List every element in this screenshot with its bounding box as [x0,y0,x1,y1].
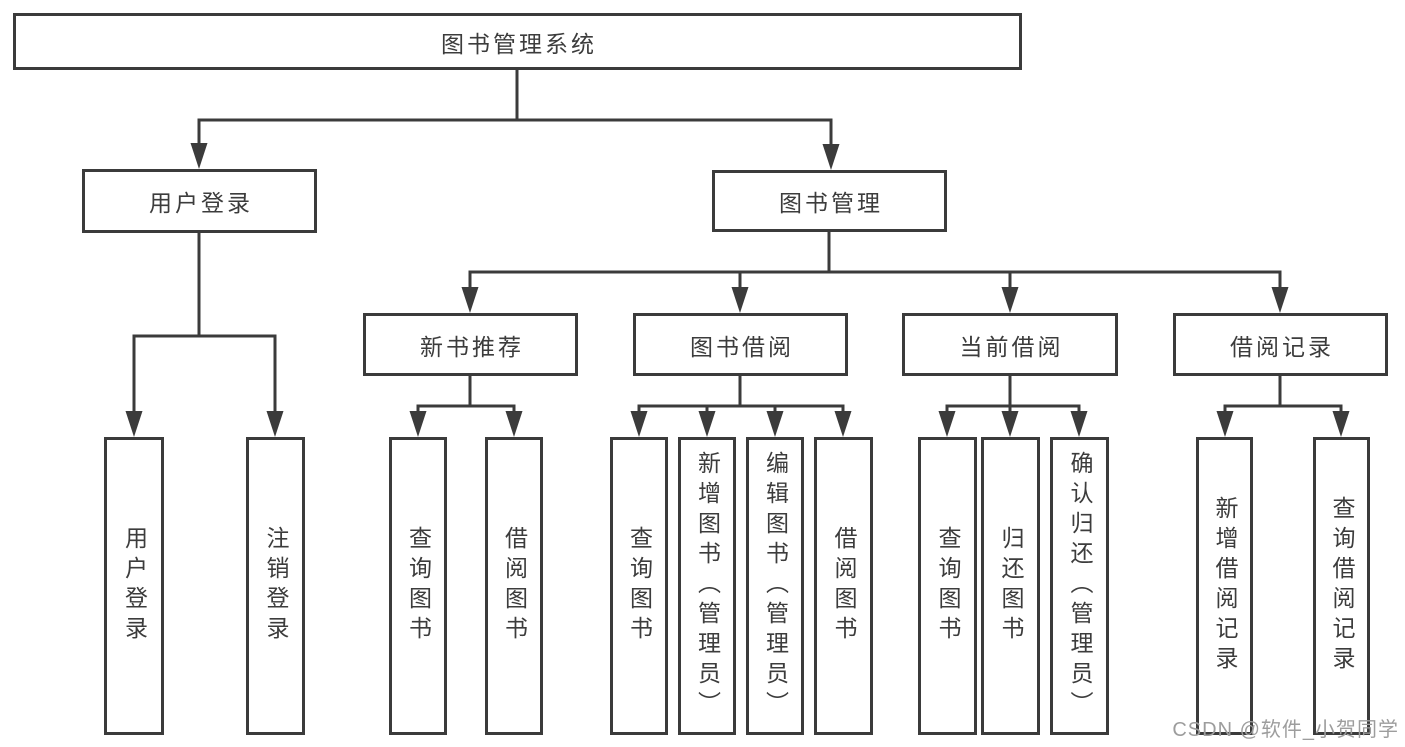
diagram-node-user-login: 用户登录 [82,169,317,233]
diagram-node-leaf-user-login: 用户登录 [104,437,164,735]
arrowhead-icon [266,411,284,437]
diagram-node-leaf-return-books: 归还图书 [981,437,1040,735]
node-label-leaf-query-books-3: 查询图书 [935,526,961,646]
arrowhead-icon [1271,287,1289,313]
diagram-node-leaf-confirm-return: 确认归还（管理员） [1050,437,1109,735]
arrowhead-icon [1216,411,1234,437]
arrowhead-icon [731,287,749,313]
diagram-node-book-mgmt: 图书管理 [712,170,947,232]
arrowhead-icon [698,411,716,437]
arrowhead-icon [1001,411,1019,437]
node-label-leaf-borrow-books-2: 借阅图书 [831,526,857,646]
arrowhead-icon [505,411,523,437]
node-label-leaf-add-borrow-rec: 新增借阅记录 [1212,496,1238,676]
arrowhead-icon [190,143,208,169]
node-label-root: 图书管理系统 [441,30,597,57]
diagram-node-leaf-logout: 注销登录 [246,437,305,735]
watermark: CSDN @软件_小贺同学 [1172,719,1399,741]
diagram-node-leaf-query-books-1: 查询图书 [389,437,447,735]
diagram-node-root: 图书管理系统 [13,13,1022,70]
diagram-node-leaf-borrow-books-2: 借阅图书 [814,437,873,735]
node-label-book-borrow: 图书借阅 [690,333,794,360]
node-label-leaf-query-borrow-rec: 查询借阅记录 [1329,496,1355,676]
node-label-leaf-logout: 注销登录 [263,526,289,646]
diagram-node-leaf-query-books-3: 查询图书 [918,437,977,735]
arrowhead-icon [1070,411,1088,437]
node-label-leaf-add-books: 新增图书（管理员） [694,451,721,721]
arrowhead-icon [409,411,427,437]
arrowhead-icon [766,411,784,437]
arrowhead-icon [125,411,143,437]
diagram-node-current-borrow: 当前借阅 [902,313,1118,376]
node-label-leaf-query-books-1: 查询图书 [405,526,432,646]
arrowhead-icon [822,144,840,170]
node-label-leaf-user-login: 用户登录 [121,526,148,646]
diagram-node-new-books: 新书推荐 [363,313,578,376]
diagram-node-book-borrow: 图书借阅 [633,313,848,376]
node-label-book-mgmt: 图书管理 [779,190,883,216]
arrowhead-icon [461,287,479,313]
diagram-node-leaf-add-borrow-rec: 新增借阅记录 [1196,437,1253,735]
diagram-node-leaf-query-books-2: 查询图书 [610,437,668,735]
node-label-leaf-query-books-2: 查询图书 [626,526,653,646]
diagram-node-leaf-borrow-books-1: 借阅图书 [485,437,543,735]
node-label-leaf-borrow-books-1: 借阅图书 [501,526,528,646]
node-label-user-login: 用户登录 [149,190,253,216]
arrowhead-icon [1332,411,1350,437]
arrowhead-icon [938,411,956,437]
node-label-borrow-records: 借阅记录 [1230,333,1334,360]
arrowhead-icon [834,411,852,437]
node-label-leaf-return-books: 归还图书 [998,526,1024,646]
node-label-leaf-edit-books: 编辑图书（管理员） [762,451,789,721]
diagram-node-leaf-edit-books: 编辑图书（管理员） [746,437,804,735]
node-label-leaf-confirm-return: 确认归还（管理员） [1067,451,1093,721]
node-label-new-books: 新书推荐 [420,333,524,360]
node-label-current-borrow: 当前借阅 [959,333,1064,360]
arrowhead-icon [1001,287,1019,313]
arrowhead-icon [630,411,648,437]
diagram-node-borrow-records: 借阅记录 [1173,313,1388,376]
diagram-node-leaf-query-borrow-rec: 查询借阅记录 [1313,437,1370,735]
diagram-node-leaf-add-books: 新增图书（管理员） [678,437,736,735]
